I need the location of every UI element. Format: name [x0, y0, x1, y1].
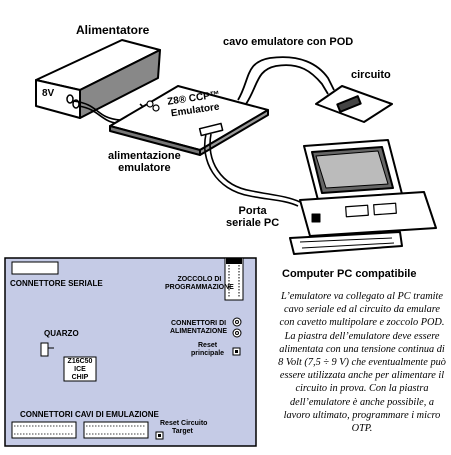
- chip-label: Z16C50 ICE CHIP: [66, 358, 94, 382]
- chip-label-line1: Z16C50: [67, 358, 93, 365]
- quartz-label: QUARZO: [44, 329, 79, 338]
- serial-port-label: Porta seriale PC: [226, 205, 279, 229]
- serial-connector-label: CONNETTORE SERIALE: [10, 279, 103, 288]
- circuit-board-drawing: [315, 85, 393, 123]
- voltage-label: 8V: [42, 88, 55, 99]
- prog-socket-shape: [224, 257, 244, 301]
- description-caption: L’emulatore va collegato al PC tramite c…: [278, 291, 446, 435]
- main-reset-label-line1: Reset: [198, 342, 218, 349]
- emulation-connectors-label: CONNETTORI CAVI DI EMULAZIONE: [20, 410, 159, 419]
- chip-shape: [63, 356, 97, 382]
- emulator-board-drawing: [109, 85, 269, 156]
- power-connectors-label-line2: ALIMENTAZIONE: [170, 328, 228, 335]
- power-connectors-shape: [232, 317, 242, 338]
- quartz-shape: [40, 342, 54, 357]
- power-connectors-label: CONNETTORI DI ALIMENTAZIONE: [170, 320, 227, 336]
- pc-label: Computer PC compatibile: [282, 268, 417, 280]
- prog-socket-label-line2: PROGRAMMAZIONE: [165, 284, 234, 291]
- circuit-label: circuito: [351, 69, 391, 81]
- serial-port-label-line2: seriale PC: [226, 217, 280, 229]
- power-emulator-label: alimentazione emulatore: [108, 150, 181, 174]
- power-emulator-label-line1: alimentazione: [108, 150, 181, 162]
- reset-target-label: Reset Circuito Target: [160, 420, 207, 436]
- chip-label-line3: CHIP: [71, 374, 89, 381]
- serial-port-label-line1: Porta: [238, 205, 267, 217]
- power-supply-label: Alimentatore: [76, 23, 150, 37]
- main-reset-label-line2: principale: [191, 350, 225, 357]
- pc-drawing: [289, 139, 437, 255]
- prog-socket-label-line1: ZOCCOLO DI: [177, 276, 222, 283]
- main-reset-label: Reset principale: [191, 342, 224, 358]
- chip-label-line2: ICE: [74, 366, 86, 373]
- power-supply-drawing: [35, 39, 161, 119]
- pod-cable-drawing: [237, 56, 335, 105]
- board-schematic: [4, 257, 257, 447]
- power-connectors-label-line1: CONNETTORI DI: [170, 320, 227, 327]
- power-emulator-label-line2: emulatore: [118, 162, 171, 174]
- serial-connector-shape: [11, 261, 59, 275]
- reset-target-label-line1: Reset Circuito: [160, 420, 208, 427]
- reset-target-label-line2: Target: [172, 428, 193, 435]
- prog-socket-label: ZOCCOLO DI PROGRAMMAZIONE: [165, 276, 234, 292]
- pod-cable-label: cavo emulatore con POD: [223, 36, 354, 48]
- serial-cable: [204, 133, 301, 207]
